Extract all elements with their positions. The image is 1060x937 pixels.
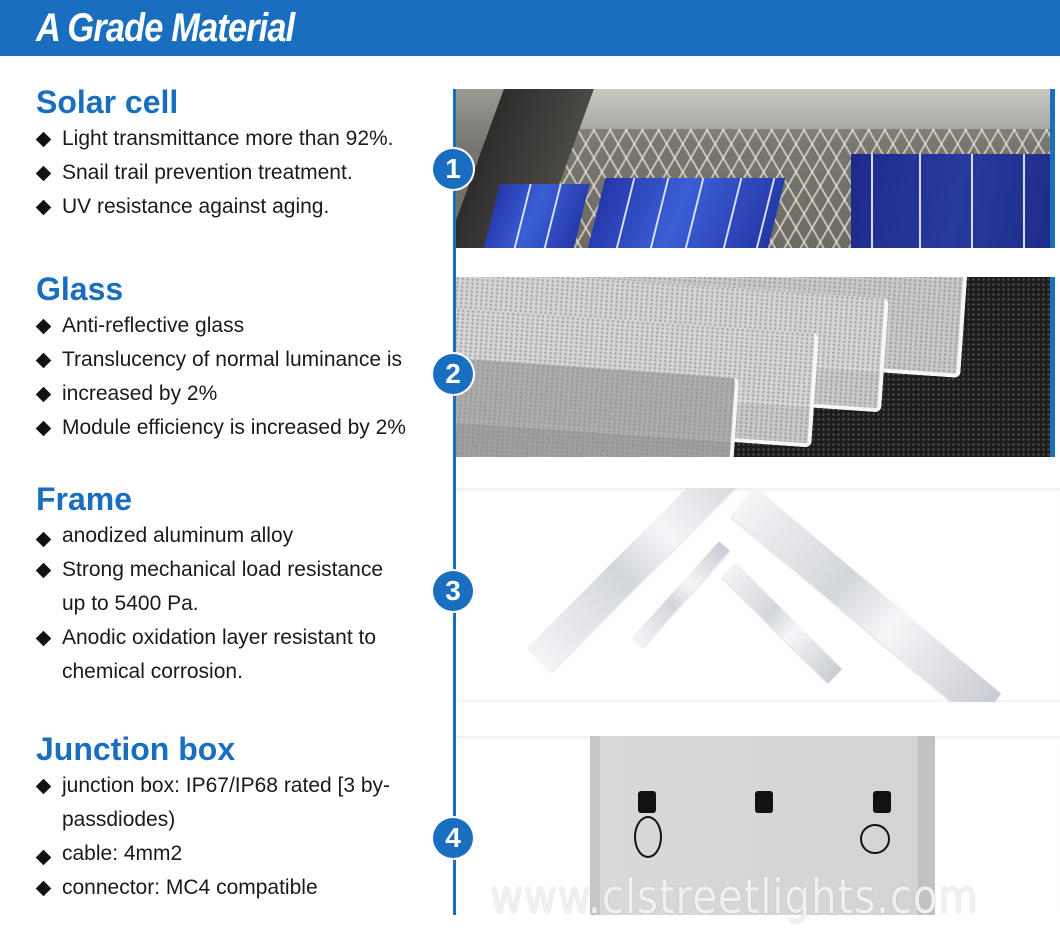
header-banner: A Grade Material — [0, 0, 1060, 56]
bullet-item: UV resistance against aging. — [35, 190, 446, 224]
junction-box — [638, 791, 656, 813]
timeline-line — [453, 89, 456, 915]
bullet-item: Snail trail prevention treatment. — [35, 156, 446, 190]
junction-box-image — [456, 736, 1060, 915]
diamond-bullet-icon — [35, 630, 52, 647]
bullet-item: junction box: IP67/IP68 rated [3 by- — [35, 769, 446, 803]
cable-loop — [860, 824, 890, 854]
diamond-bullet-icon — [35, 386, 52, 403]
cable-loop — [634, 816, 662, 858]
junction-box — [873, 791, 891, 813]
step-marker-2: 2 — [433, 354, 473, 394]
solar-cell-piece — [851, 154, 1055, 248]
image-accent-edge — [1050, 277, 1055, 457]
solar-cell-piece — [586, 178, 786, 248]
frame-image — [456, 488, 1060, 702]
section-solar-cell: Solar cell Light transmittance more than… — [35, 84, 446, 224]
junction-box — [755, 791, 773, 813]
diamond-bullet-icon — [35, 531, 52, 548]
diamond-bullet-icon — [35, 165, 52, 182]
diamond-bullet-icon — [35, 778, 52, 795]
bullet-item: connector: MC4 compatible — [35, 871, 446, 905]
glass-image — [456, 277, 1055, 457]
diamond-bullet-icon — [35, 318, 52, 335]
image-accent-edge — [1050, 89, 1055, 248]
diamond-bullet-icon — [35, 420, 52, 437]
bullet-item: Module efficiency is increased by 2% — [35, 411, 446, 445]
bullet-item: increased by 2% — [35, 377, 446, 411]
section-title: Glass — [36, 271, 124, 307]
diamond-bullet-icon — [35, 880, 52, 897]
solar-cell-image — [456, 89, 1055, 248]
bullet-item: cable: 4mm2 — [35, 837, 446, 871]
panel-back — [590, 736, 935, 915]
diamond-bullet-icon — [35, 849, 52, 866]
bullet-item: Light transmittance more than 92%. — [35, 122, 446, 156]
page-title: A Grade Material — [36, 6, 295, 50]
diamond-bullet-icon — [35, 199, 52, 216]
metal-rail — [538, 89, 1055, 129]
solar-cell-piece — [482, 184, 590, 248]
bullet-continuation: passdiodes) — [62, 808, 176, 831]
bullet-item: Translucency of normal luminance is — [35, 343, 446, 377]
section-title: Junction box — [36, 731, 236, 767]
bullet-continuation: chemical corrosion. — [62, 660, 243, 683]
step-marker-4: 4 — [433, 818, 473, 858]
section-title: Frame — [36, 481, 133, 517]
watermark-text: www.clstreetlights.com — [490, 870, 979, 925]
step-marker-3: 3 — [433, 571, 473, 611]
bullet-item: Strong mechanical load resistance — [35, 553, 446, 587]
diamond-bullet-icon — [35, 562, 52, 579]
diamond-bullet-icon — [35, 131, 52, 148]
section-frame: Frame anodized aluminum alloy Strong mec… — [35, 481, 446, 689]
section-glass: Glass Anti-reflective glass Translucency… — [35, 271, 446, 445]
diamond-bullet-icon — [35, 352, 52, 369]
bullet-item: Anti-reflective glass — [35, 309, 446, 343]
bullet-item: Anodic oxidation layer resistant to — [35, 621, 446, 655]
step-marker-1: 1 — [433, 149, 473, 189]
bullet-continuation: up to 5400 Pa. — [62, 592, 199, 615]
bullet-item: anodized aluminum alloy — [35, 519, 446, 553]
section-junction-box: Junction box junction box: IP67/IP68 rat… — [35, 731, 446, 905]
frame-bar-right — [731, 488, 1002, 702]
section-title: Solar cell — [36, 84, 179, 120]
